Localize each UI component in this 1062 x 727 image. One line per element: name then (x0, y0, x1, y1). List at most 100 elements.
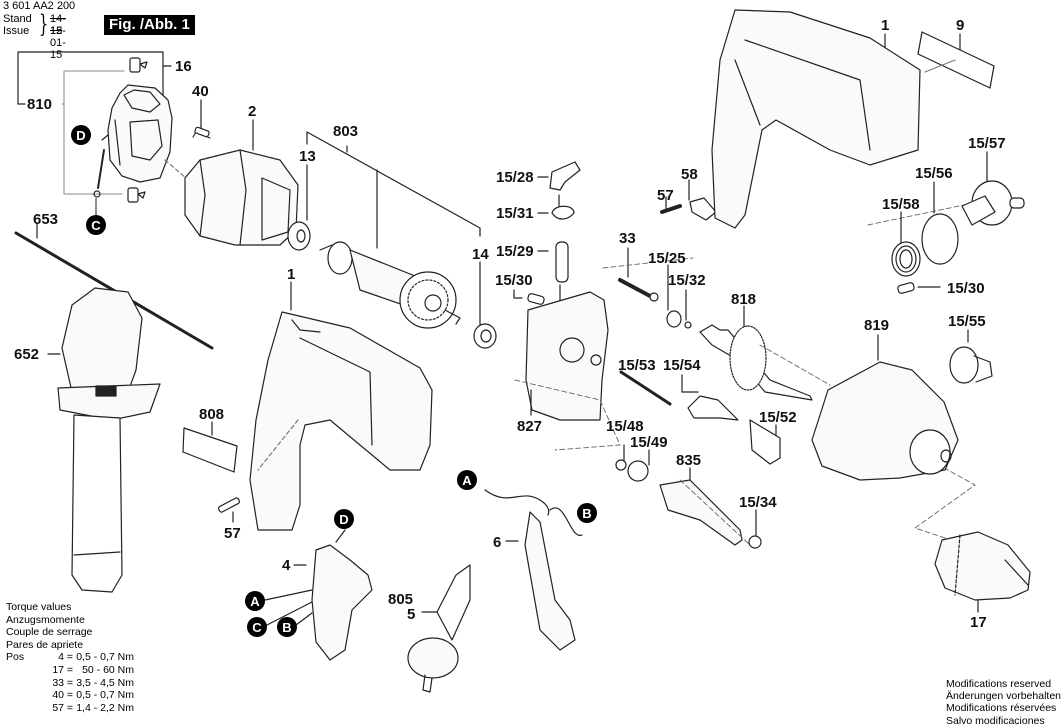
part-number: 3 601 AA2 200 (3, 0, 76, 12)
label-part-15-30-left: 15/30 (495, 272, 533, 289)
label-part-16: 16 (175, 58, 192, 75)
bearing-13 (287, 164, 311, 251)
bracket-15-52 (749, 419, 781, 465)
label-part-818: 818 (731, 291, 756, 308)
label-part-808: 808 (199, 406, 224, 423)
connector-d-bottom: D (334, 509, 354, 529)
washer-15-34 (748, 509, 762, 549)
label-part-15-48: 15/48 (606, 418, 644, 435)
cover-15-55 (949, 329, 993, 384)
label-part-13: 13 (299, 148, 316, 165)
old-date: 14-12 (50, 13, 66, 37)
spindle-818 (699, 305, 813, 401)
label-part-819: 819 (864, 317, 889, 334)
torque-row: 17=50 - 60 Nm (52, 663, 134, 676)
svg-text:C: C (91, 218, 101, 233)
label-part-15-57: 15/57 (968, 135, 1006, 152)
spring-pin-15-30-right (897, 282, 941, 294)
label-part-57-left: 57 (224, 525, 241, 542)
torque-title-es: Pares de apriete (6, 638, 84, 651)
connector-b-cable: B (577, 503, 597, 523)
knob-15-57 (961, 151, 1025, 226)
label-part-15-25: 15/25 (648, 250, 686, 267)
bracket-803 (306, 131, 481, 249)
connector-b-switch: B (277, 617, 297, 637)
label-sticker-808 (182, 421, 238, 473)
svg-text:C: C (252, 620, 262, 635)
label-part-15-32: 15/32 (668, 272, 706, 289)
label-part-4: 4 (282, 557, 291, 574)
svg-text:B: B (282, 620, 291, 635)
screw-33 (618, 247, 659, 302)
stator-2 (164, 119, 299, 246)
label-part-5: 5 (407, 606, 415, 623)
cord-guard-805 (407, 564, 471, 693)
torque-row: 33=3,5 - 4,5 Nm (52, 676, 134, 689)
part-labels: 1 9 16 810 40 2 803 13 14 653 652 1 808 … (14, 17, 1006, 631)
pin-15-29 (537, 241, 569, 306)
screw-57-top (660, 196, 682, 214)
o-ring-15-56 (921, 181, 959, 265)
screw-57-left (217, 497, 241, 523)
label-part-40: 40 (192, 83, 209, 100)
label-part-15-34: 15/34 (739, 494, 777, 511)
bracket-810-inner (61, 70, 125, 195)
torque-title-fr: Couple de serrage (6, 626, 93, 639)
label-part-653: 653 (33, 211, 58, 228)
cable-6 (484, 489, 583, 651)
intermediate-shaft-835 (659, 467, 743, 546)
label-part-57-top: 57 (657, 187, 674, 204)
selector-knob-15-28 (537, 161, 581, 211)
connector-a-cable: A (457, 470, 477, 490)
label-part-15-53: 15/53 (618, 357, 656, 374)
label-part-2: 2 (248, 103, 256, 120)
svg-text:A: A (462, 473, 472, 488)
torque-title-de: Anzugsmomente (6, 613, 85, 626)
label-part-810: 810 (27, 96, 52, 113)
connector-callouts: D C D A C B A B (71, 125, 597, 637)
connector-a-switch: A (245, 591, 265, 611)
brace-symbol: } (39, 10, 49, 38)
armature-803 (319, 241, 461, 329)
connector-d-top: D (71, 125, 91, 145)
gear-housing-819 (811, 334, 959, 481)
spring-15-58 (891, 211, 921, 277)
label-part-58: 58 (681, 166, 698, 183)
needle-bearing-15-25 (666, 264, 682, 328)
connector-c-top: C (86, 198, 106, 235)
svg-text:B: B (582, 506, 591, 521)
housing-1-right (711, 9, 921, 229)
label-part-15-56: 15/56 (915, 165, 953, 182)
label-part-805: 805 (388, 591, 413, 608)
modifications-fr: Modifications réservées (946, 702, 1057, 715)
label-part-15-49: 15/49 (630, 434, 668, 451)
label-part-15-54: 15/54 (663, 357, 701, 374)
label-part-652: 652 (14, 346, 39, 363)
rating-plate-9 (917, 31, 995, 89)
washer-15-48 (615, 444, 627, 471)
torque-row: 40=0,5 - 0,7 Nm (52, 689, 134, 702)
screw-40 (192, 99, 211, 139)
label-part-827: 827 (517, 418, 542, 435)
svg-text:D: D (339, 512, 348, 527)
torque-values-table: Torque values Anzugsmomente Couple de se… (6, 601, 134, 714)
modifications-notice: Modifications reserved Änderungen vorbeh… (946, 678, 1061, 727)
shift-fork-15-54 (681, 374, 739, 421)
stand-label: Stand (3, 13, 32, 25)
svg-text:D: D (76, 128, 85, 143)
torque-title-en: Torque values (6, 601, 72, 613)
housing-1-left (249, 281, 433, 531)
label-part-9: 9 (956, 17, 964, 34)
chuck-17 (934, 531, 1031, 613)
svg-text:A: A (250, 594, 260, 609)
washer-15-49 (627, 449, 650, 482)
clip-58 (688, 179, 717, 221)
label-part-33: 33 (619, 230, 636, 247)
label-part-15-58: 15/58 (882, 196, 920, 213)
spring-pin-15-30-left (513, 289, 545, 305)
label-part-803: 803 (333, 123, 358, 140)
issue-label: Issue (3, 25, 30, 37)
torque-row: 57=1,4 - 2,2 Nm (52, 701, 134, 714)
